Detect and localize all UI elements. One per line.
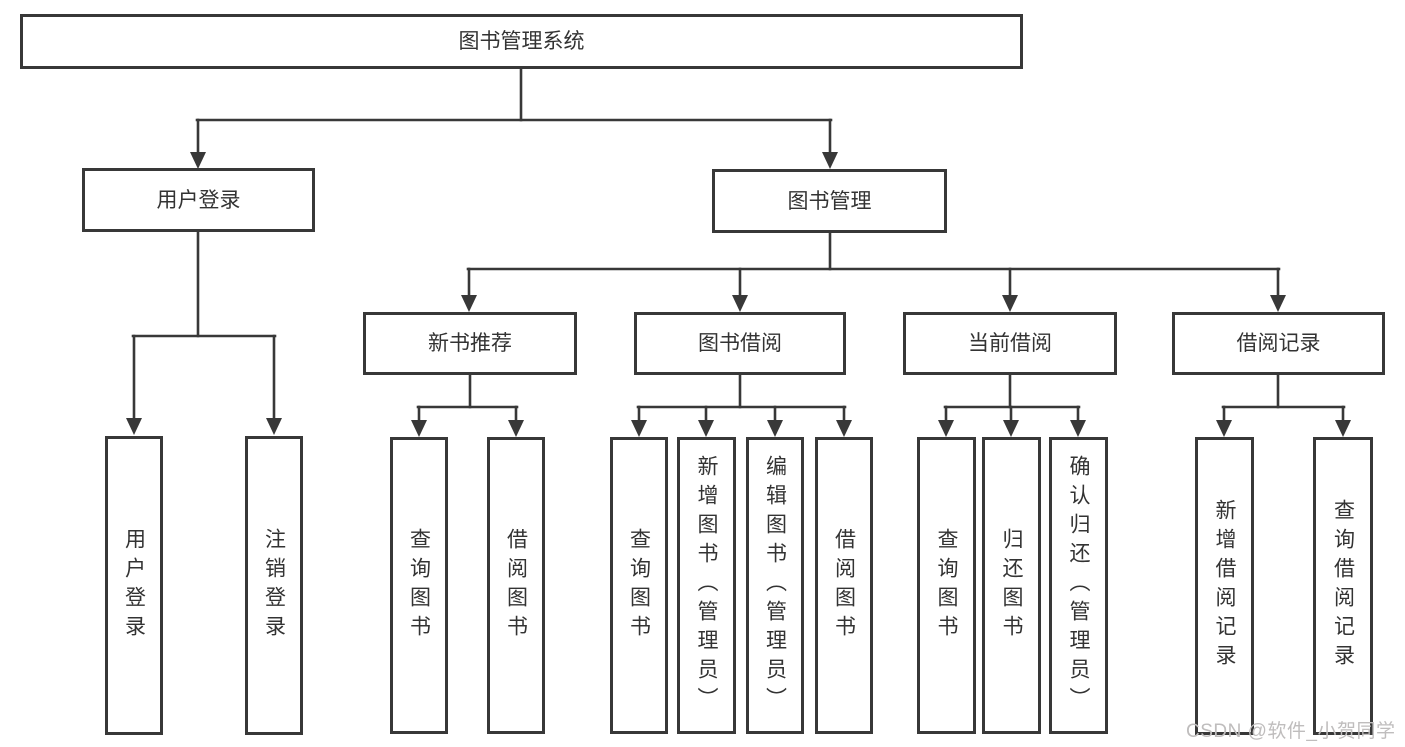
- leaf-query-books-borrow-label: 查询图书: [627, 527, 651, 644]
- node-new-book-recommend-label: 新书推荐: [428, 332, 512, 355]
- leaf-add-book-admin: 新增图书（管理员）: [677, 437, 736, 734]
- csdn-watermark: CSDN @软件_小贺同学: [1186, 721, 1396, 742]
- leaf-query-books-current-label: 查询图书: [935, 527, 958, 644]
- leaf-logout-label: 注销登录: [262, 527, 286, 644]
- leaf-borrow-books-label: 借阅图书: [832, 527, 856, 644]
- leaf-borrow-books-recommend-label: 借阅图书: [504, 527, 528, 644]
- leaf-confirm-return-admin: 确认归还（管理员）: [1049, 437, 1108, 734]
- node-book-borrow: 图书借阅: [634, 312, 846, 375]
- leaf-add-borrow-record: 新增借阅记录: [1195, 437, 1254, 735]
- leaf-return-book-label: 归还图书: [1000, 527, 1023, 644]
- leaf-confirm-return-admin-label: 确认归还（管理员）: [1067, 455, 1090, 716]
- node-current-borrow: 当前借阅: [903, 312, 1117, 375]
- node-user-login-label: 用户登录: [156, 188, 241, 212]
- node-book-borrow-label: 图书借阅: [698, 332, 782, 355]
- leaf-edit-book-admin-label: 编辑图书（管理员）: [763, 455, 787, 716]
- leaf-query-books-borrow: 查询图书: [610, 437, 668, 734]
- node-new-book-recommend: 新书推荐: [363, 312, 577, 375]
- node-root-label: 图书管理系统: [458, 30, 585, 53]
- leaf-borrow-books-recommend: 借阅图书: [487, 437, 545, 734]
- node-borrow-records-label: 借阅记录: [1236, 332, 1321, 355]
- node-current-borrow-label: 当前借阅: [968, 332, 1052, 355]
- leaf-edit-book-admin: 编辑图书（管理员）: [746, 437, 804, 734]
- leaf-return-book: 归还图书: [982, 437, 1041, 734]
- leaf-borrow-books: 借阅图书: [815, 437, 873, 734]
- leaf-query-borrow-record: 查询借阅记录: [1313, 437, 1373, 735]
- node-borrow-records: 借阅记录: [1172, 312, 1385, 375]
- node-book-management-label: 图书管理: [787, 189, 872, 213]
- leaf-query-books-current: 查询图书: [917, 437, 976, 734]
- leaf-query-books-recommend-label: 查询图书: [407, 527, 431, 644]
- node-root-system: 图书管理系统: [20, 14, 1023, 69]
- leaf-add-borrow-record-label: 新增借阅记录: [1213, 499, 1236, 673]
- leaf-add-book-admin-label: 新增图书（管理员）: [695, 455, 718, 716]
- leaf-logout: 注销登录: [245, 436, 303, 735]
- node-user-login: 用户登录: [82, 168, 315, 232]
- leaf-query-borrow-record-label: 查询借阅记录: [1331, 499, 1355, 673]
- leaf-query-books-recommend: 查询图书: [390, 437, 448, 734]
- leaf-user-login: 用户登录: [105, 436, 163, 735]
- leaf-user-login-label: 用户登录: [122, 527, 146, 644]
- node-book-management: 图书管理: [712, 169, 947, 233]
